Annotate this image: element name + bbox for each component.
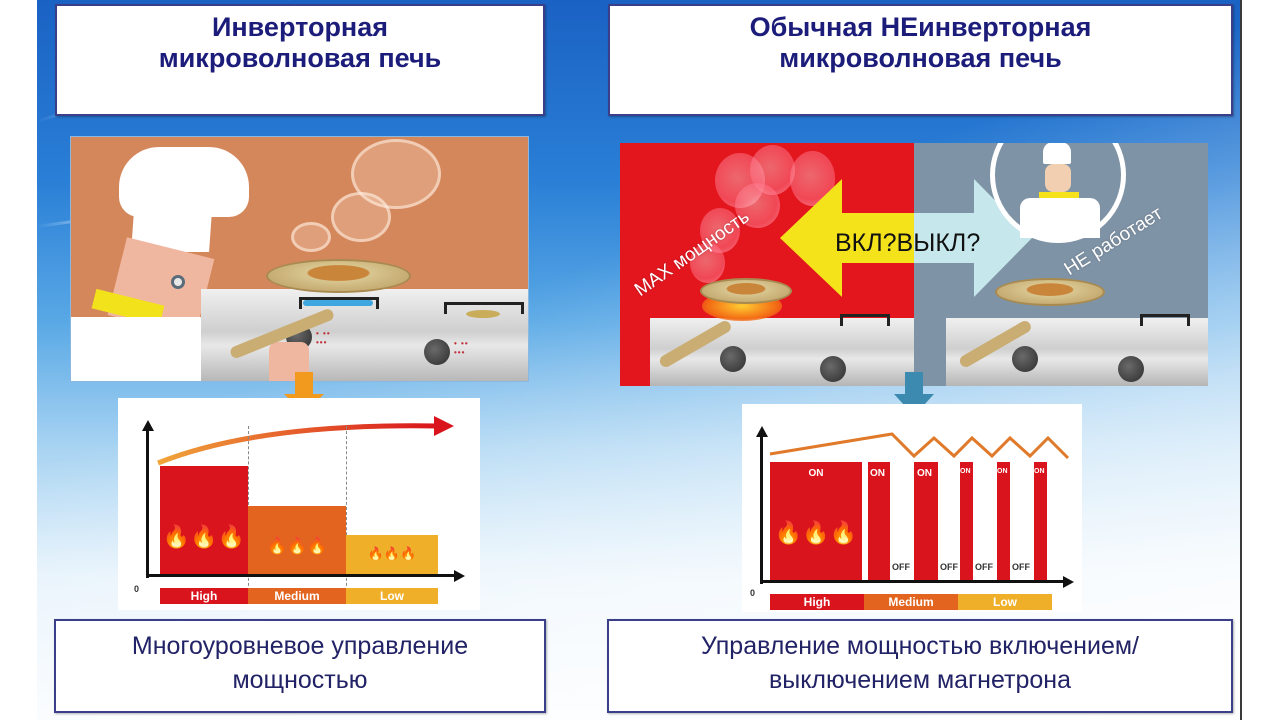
x-axis-arrow-icon <box>1063 575 1074 588</box>
x-axis <box>760 580 1065 583</box>
left-caption-line-2: мощностью <box>232 666 368 694</box>
pulse-on-bar: ON <box>914 462 938 580</box>
right-caption-box: Управление мощностью включением/ выключе… <box>607 619 1233 713</box>
chef-eye-icon <box>171 275 185 289</box>
burner-grate <box>840 314 890 326</box>
pulse-on-bar: ON <box>868 462 890 580</box>
on-label: ON <box>997 468 1008 475</box>
left-title-line-2: микроволновая печь <box>158 43 442 73</box>
stove-knob-icon <box>820 356 846 382</box>
knob-level-marks: • ••••• <box>316 329 331 347</box>
left-caption-box: Многоуровневое управление мощностью <box>54 619 546 713</box>
y-axis-arrow-icon <box>755 426 768 437</box>
on-label: ON <box>960 468 971 475</box>
zigzag-trend-line-icon <box>769 432 1070 460</box>
right-title-line-1: Обычная НЕинверторная <box>749 12 1092 42</box>
level-strip: High Medium Low <box>770 594 1052 610</box>
non-inverter-power-chart: ON 🔥🔥🔥 ON OFF ON OFF ON OFF ON OFF ON 0 … <box>742 404 1082 612</box>
off-label: OFF <box>975 562 993 572</box>
inverter-power-chart: 🔥🔥🔥 🔥🔥🔥 🔥🔥🔥 0 High Medium Low <box>118 398 480 610</box>
stove-knob-icon <box>424 339 450 365</box>
off-label: OFF <box>940 562 958 572</box>
chef-body <box>71 317 211 381</box>
burner-grate <box>444 302 524 314</box>
pulse-on-bar: ON <box>1034 462 1047 580</box>
on-label: ON <box>808 468 824 479</box>
level-high-label: High <box>160 588 248 604</box>
bar-medium: 🔥🔥🔥 <box>248 506 346 574</box>
level-medium-label: Medium <box>248 588 346 604</box>
zero-label: 0 <box>134 584 140 594</box>
burner-grate <box>299 297 379 309</box>
knob-level-marks: • ••••• <box>454 339 469 357</box>
level-strip: High Medium Low <box>160 588 438 604</box>
level-low-label: Low <box>346 588 438 604</box>
bar-high: 🔥🔥🔥 <box>160 466 248 574</box>
low-flame-burner-icon: 🔥🔥🔥 <box>367 546 417 561</box>
frying-pan-icon <box>700 278 792 304</box>
level-low-label: Low <box>958 594 1052 610</box>
right-title-line-2: микроволновая печь <box>779 43 1062 73</box>
x-axis <box>146 574 456 577</box>
right-title-box: Обычная НЕинверторная микроволновая печь <box>608 4 1233 116</box>
level-high-label: High <box>770 594 864 610</box>
frying-pan-icon <box>995 278 1105 306</box>
left-title-box: Инверторная микроволновая печь <box>55 4 545 116</box>
burner-ring <box>466 310 500 318</box>
stove-knob-icon <box>1012 346 1038 372</box>
left-yellow-arrow-icon <box>780 179 920 297</box>
on-off-question-label: ВКЛ?ВЫКЛ? <box>835 229 981 257</box>
inverter-cooking-illustration: • ••••• • ••••• <box>70 136 529 382</box>
rising-trend-arrow-icon <box>157 416 454 466</box>
pulse-on-bar: ON 🔥🔥🔥 <box>770 462 862 580</box>
steam-icon <box>291 222 331 252</box>
smoke-icon <box>690 243 725 283</box>
smoke-icon <box>735 183 780 228</box>
stove-knob-icon <box>720 346 746 372</box>
three-flame-burner-icon: 🔥🔥🔥 <box>774 520 858 545</box>
on-label: ON <box>917 468 932 479</box>
right-caption-line-1: Управление мощностью включением/ <box>701 632 1139 660</box>
y-axis-arrow-icon <box>141 420 154 431</box>
down-arrow-icon <box>295 372 313 394</box>
blue-flame-icon <box>303 300 373 306</box>
off-label: OFF <box>892 562 910 572</box>
stove-knob-icon <box>1118 356 1144 382</box>
pulse-on-bar: ON <box>997 462 1010 580</box>
on-label: ON <box>870 468 885 479</box>
right-caption-line-2: выключением магнетрона <box>768 666 1072 694</box>
level-separator <box>346 426 347 596</box>
off-label: OFF <box>1012 562 1030 572</box>
left-title-line-1: Инверторная <box>211 12 389 42</box>
level-medium-label: Medium <box>864 594 958 610</box>
light-streak <box>286 0 380 3</box>
medium-flame-burner-icon: 🔥🔥🔥 <box>267 538 327 555</box>
non-inverter-cooking-illustration: ВКЛ?ВЫКЛ? MAX мощность НЕ работает <box>620 143 1208 386</box>
down-arrow-icon <box>905 372 923 394</box>
zero-label: 0 <box>750 588 756 598</box>
burner-grate <box>1140 314 1190 326</box>
y-axis <box>760 434 763 584</box>
steam-icon <box>331 192 391 242</box>
frying-pan-icon <box>266 259 411 293</box>
y-axis <box>146 428 149 578</box>
gas-stove <box>650 318 914 386</box>
bar-low: 🔥🔥🔥 <box>346 535 438 574</box>
on-label: ON <box>1034 468 1045 475</box>
three-flame-burner-icon: 🔥🔥🔥 <box>162 524 246 549</box>
left-caption-line-1: Многоуровневое управление <box>131 632 469 660</box>
pulse-on-bar: ON <box>960 462 973 580</box>
x-axis-arrow-icon <box>454 569 465 582</box>
